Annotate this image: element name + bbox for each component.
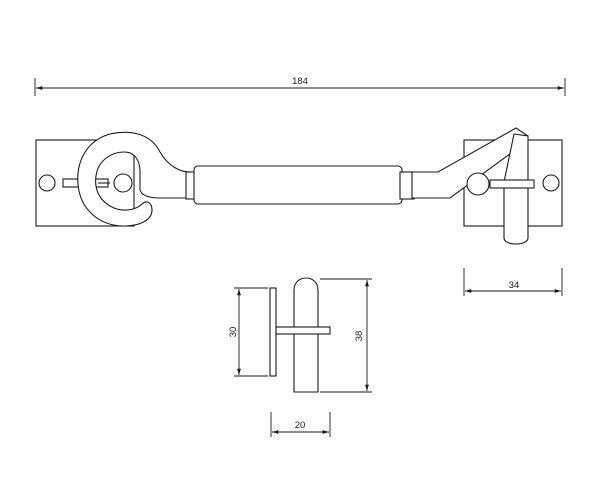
dimension-label-plate-width: 34 bbox=[509, 280, 520, 291]
dimension-plate-height: 30 bbox=[228, 287, 268, 377]
side-staple bbox=[275, 326, 331, 335]
right-eye-post bbox=[503, 133, 529, 245]
side-view bbox=[269, 277, 331, 393]
dimension-label-overall: 184 bbox=[292, 76, 308, 87]
dimension-label-plate-height: 30 bbox=[228, 327, 239, 338]
dimension-label-hook-height: 38 bbox=[354, 331, 365, 342]
dimension-overall-length: 184 bbox=[34, 76, 566, 96]
left-plate-screw-hole bbox=[38, 174, 56, 192]
dimension-label-side-depth: 20 bbox=[295, 420, 306, 431]
right-plate-screw-hole bbox=[542, 174, 560, 192]
dimension-hook-height: 38 bbox=[320, 278, 372, 393]
side-hook-body bbox=[293, 277, 319, 393]
dimension-plate-width: 34 bbox=[463, 268, 563, 296]
dimension-side-depth: 20 bbox=[270, 412, 331, 437]
hook-curl bbox=[77, 131, 191, 227]
hook-curl-shape bbox=[77, 131, 191, 227]
right-staple-bar bbox=[489, 179, 535, 189]
right-pivot-screw bbox=[466, 172, 490, 196]
hook-pivot-screw bbox=[113, 173, 133, 193]
side-plate bbox=[269, 287, 277, 377]
shaft-grip bbox=[193, 165, 403, 205]
hook-shaft bbox=[185, 165, 415, 205]
right-mounting-plate bbox=[411, 127, 563, 245]
